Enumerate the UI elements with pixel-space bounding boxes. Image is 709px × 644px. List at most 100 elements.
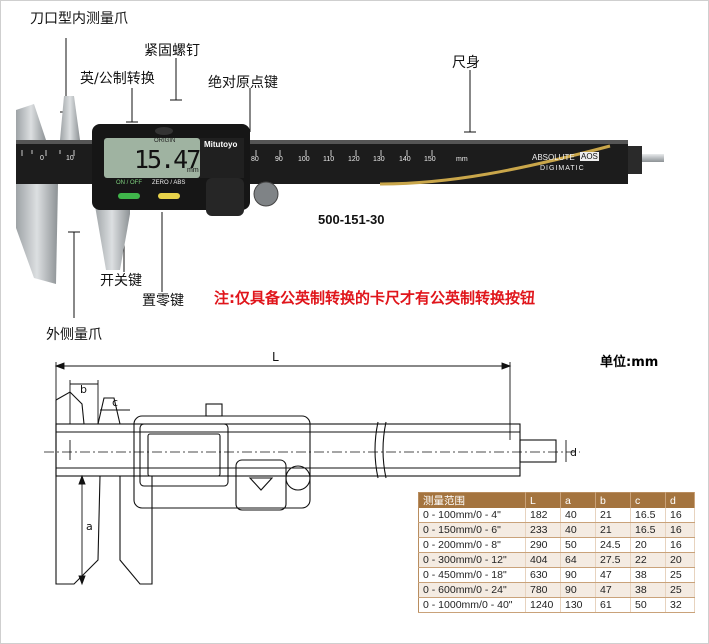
col-header-c: c bbox=[630, 492, 666, 508]
scale-ticks bbox=[21, 150, 433, 156]
col-header-b: b bbox=[595, 492, 631, 508]
col-header-d: d bbox=[665, 492, 695, 508]
cell-a: 40 bbox=[560, 522, 596, 538]
dim-c: c bbox=[112, 396, 119, 409]
label-main-scale: 尺身 bbox=[452, 55, 480, 71]
cell-range: 0 - 1000mm/0 - 40" bbox=[418, 597, 526, 613]
display-reading: 15.47 bbox=[134, 145, 201, 174]
cell-c: 20 bbox=[630, 537, 666, 553]
cell-a: 130 bbox=[560, 597, 596, 613]
cell-b: 21 bbox=[595, 522, 631, 538]
dim-b: b bbox=[80, 383, 87, 396]
col-header-range: 测量范围 bbox=[418, 492, 526, 508]
technical-drawing bbox=[44, 391, 580, 585]
scale-label-130: 130 bbox=[373, 156, 385, 163]
scale-label-0: 0 bbox=[40, 155, 44, 162]
cell-d: 25 bbox=[665, 567, 695, 583]
note-text: 注:仅具备公英制转换的卡尺才有公英制转换按钮 bbox=[214, 289, 536, 307]
cell-d: 16 bbox=[665, 508, 695, 523]
scale-unit: mm bbox=[456, 156, 468, 163]
cell-b: 61 bbox=[595, 597, 631, 613]
cell-range: 0 - 100mm/0 - 4" bbox=[418, 508, 526, 523]
cell-L: 630 bbox=[525, 567, 561, 583]
spec-table-header: 测量范围 L a b c d bbox=[418, 492, 695, 508]
label-zero-key: 置零键 bbox=[142, 293, 184, 309]
scale-label-80: 80 bbox=[251, 156, 259, 163]
cell-L: 233 bbox=[525, 522, 561, 538]
cell-range: 0 - 450mm/0 - 18" bbox=[418, 567, 526, 583]
cell-a: 64 bbox=[560, 552, 596, 568]
cell-c: 38 bbox=[630, 582, 666, 598]
outer-jaw-fixed bbox=[16, 184, 58, 284]
label-power-key: 开关键 bbox=[100, 273, 142, 289]
digimatic-logo: DIGIMATIC bbox=[540, 165, 585, 172]
cell-L: 780 bbox=[525, 582, 561, 598]
scale-label-90: 90 bbox=[275, 156, 283, 163]
cell-a: 90 bbox=[560, 567, 596, 583]
cell-d: 16 bbox=[665, 522, 695, 538]
cell-L: 290 bbox=[525, 537, 561, 553]
lcd-display bbox=[104, 138, 200, 178]
inner-jaw-moving bbox=[60, 96, 80, 140]
col-header-L: L bbox=[525, 492, 561, 508]
label-lock-screw: 紧固螺钉 bbox=[144, 43, 200, 59]
on-off-key bbox=[118, 193, 140, 199]
cell-b: 47 bbox=[595, 567, 631, 583]
cell-c: 50 bbox=[630, 597, 666, 613]
cell-d: 32 bbox=[665, 597, 695, 613]
scale-label-150: 150 bbox=[424, 156, 436, 163]
cell-L: 1240 bbox=[525, 597, 561, 613]
dim-d: d bbox=[570, 446, 577, 459]
absolute-logo: ABSOLUTE bbox=[532, 153, 575, 162]
label-outer-jaws: 外侧量爪 bbox=[46, 327, 102, 343]
thumb-roller bbox=[206, 178, 244, 216]
cell-range: 0 - 600mm/0 - 24" bbox=[418, 582, 526, 598]
scale-label-120: 120 bbox=[348, 156, 360, 163]
cell-b: 47 bbox=[595, 582, 631, 598]
cell-c: 22 bbox=[630, 552, 666, 568]
cell-c: 16.5 bbox=[630, 522, 666, 538]
scale-label-110: 110 bbox=[323, 156, 335, 163]
label-origin-key: 绝对原点键 bbox=[208, 75, 278, 91]
cell-a: 50 bbox=[560, 537, 596, 553]
cell-L: 404 bbox=[525, 552, 561, 568]
scale-label-140: 140 bbox=[399, 156, 411, 163]
zero-abs-label: ZERO / ABS bbox=[152, 180, 186, 186]
cell-b: 21 bbox=[595, 508, 631, 523]
cell-range: 0 - 150mm/0 - 6" bbox=[418, 522, 526, 538]
cell-a: 40 bbox=[560, 508, 596, 523]
brand-logo: Mitutoyo bbox=[204, 140, 238, 149]
scale-label-100: 100 bbox=[298, 156, 310, 163]
on-off-label: ON / OFF bbox=[116, 180, 142, 186]
depth-rod bbox=[642, 154, 664, 162]
dim-L: L bbox=[272, 350, 279, 364]
cell-L: 182 bbox=[525, 508, 561, 523]
cell-a: 90 bbox=[560, 582, 596, 598]
dimension-lines bbox=[54, 362, 567, 586]
cell-c: 16.5 bbox=[630, 508, 666, 523]
dim-a: a bbox=[86, 520, 93, 533]
cell-range: 0 - 200mm/0 - 8" bbox=[418, 537, 526, 553]
cell-b: 24.5 bbox=[595, 537, 631, 553]
display-unit: mm bbox=[187, 167, 199, 174]
lock-knob bbox=[253, 181, 279, 207]
model-number: 500-151-30 bbox=[318, 212, 385, 227]
inner-jaw-fixed bbox=[16, 104, 46, 140]
unit-label: 单位:mm bbox=[600, 355, 659, 370]
aos-logo: AOS bbox=[580, 152, 599, 161]
cell-d: 20 bbox=[665, 552, 695, 568]
zero-key bbox=[158, 193, 180, 199]
label-inner-jaws: 刀口型内测量爪 bbox=[30, 11, 128, 27]
cell-d: 16 bbox=[665, 537, 695, 553]
cell-d: 25 bbox=[665, 582, 695, 598]
col-header-a: a bbox=[560, 492, 596, 508]
